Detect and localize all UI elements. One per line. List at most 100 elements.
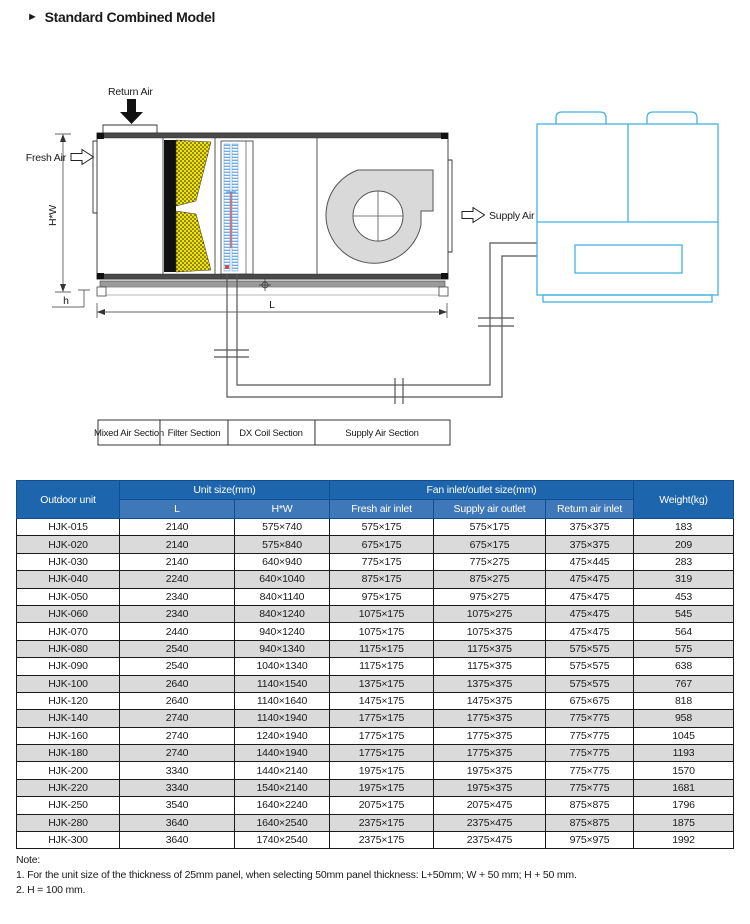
table-cell: 2740: [119, 726, 235, 746]
table-cell: 1045: [633, 726, 735, 746]
table-cell: 775×275: [433, 552, 546, 572]
note-line: 2. H = 100 mm.: [16, 884, 86, 896]
table-cell: HJK-200: [16, 761, 120, 780]
table-cell: 283: [633, 552, 735, 572]
table-cell: 2540: [119, 657, 235, 676]
table-cell: HJK-140: [16, 709, 120, 728]
table-cell: 1796: [633, 796, 735, 815]
spec-table: Outdoor unit Unit size(mm) Fan inlet/out…: [16, 480, 735, 850]
table-cell: 1075×175: [329, 604, 434, 624]
table-cell: 2375×475: [433, 831, 546, 850]
table-cell: HJK-090: [16, 657, 120, 676]
section-label-supply-air: Supply Air Section: [345, 428, 419, 439]
table-cell: 2640: [119, 674, 235, 693]
table-cell: HJK-300: [16, 831, 120, 850]
fan-icon: [325, 169, 434, 264]
table-cell: 775×775: [544, 761, 635, 780]
table-cell: 2440: [119, 622, 235, 641]
table-cell: 2640: [119, 691, 235, 711]
table-cell: 575×575: [544, 674, 635, 693]
table-cell: 1175×375: [433, 639, 546, 659]
table-cell: 2375×175: [329, 831, 434, 850]
page-title: ► Standard Combined Model: [27, 9, 215, 25]
table-cell: 675×675: [544, 691, 635, 711]
table-cell: 1875: [633, 813, 735, 833]
table-cell: 940×1240: [234, 622, 330, 641]
table-cell: 1640×2540: [234, 813, 330, 833]
note-line: 1. For the unit size of the thickness of…: [16, 869, 577, 881]
dx-coil-icon: [220, 140, 254, 275]
title-arrow-icon: ►: [27, 10, 38, 23]
table-cell: HJK-080: [16, 639, 120, 659]
section-label-bar: Mixed Air Section Filter Section DX Coil…: [94, 419, 451, 446]
table-cell: 840×1140: [234, 587, 330, 606]
table-cell: 1992: [633, 831, 735, 850]
table-cell: 209: [633, 535, 735, 554]
table-cell: 375×375: [544, 535, 635, 554]
table-cell: 1475×375: [433, 691, 546, 711]
col-header-l: L: [119, 499, 235, 519]
table-cell: 575×840: [234, 535, 330, 554]
col-header-hw: H*W: [234, 499, 330, 519]
table-cell: 767: [633, 674, 735, 693]
table-cell: 975×275: [433, 587, 546, 606]
table-cell: 1140×1640: [234, 691, 330, 711]
table-cell: 975×975: [544, 831, 635, 850]
table-cell: 775×775: [544, 726, 635, 746]
table-cell: 3340: [119, 761, 235, 780]
col-header-return-air-inlet: Return air inlet: [544, 499, 635, 519]
table-cell: 1570: [633, 761, 735, 780]
table-cell: HJK-015: [16, 517, 120, 537]
table-cell: 575×175: [433, 517, 546, 537]
table-cell: 1375×175: [329, 674, 434, 693]
table-cell: 1140×1540: [234, 674, 330, 693]
h-dim-label: h: [63, 295, 69, 307]
table-cell: 1775×375: [433, 726, 546, 746]
unit-diagram: Return Air Fresh Air Supply Air H*W h L: [26, 86, 719, 446]
table-cell: 640×1040: [234, 570, 330, 589]
table-cell: 575×740: [234, 517, 330, 537]
fresh-air-label: Fresh Air: [26, 152, 67, 164]
notes-heading: Note:: [16, 854, 41, 866]
table-cell: 1075×375: [433, 622, 546, 641]
table-cell: 975×175: [329, 587, 434, 606]
col-header-unit-size-group: Unit size(mm): [119, 480, 330, 500]
table-cell: 575×575: [544, 657, 635, 676]
table-cell: 958: [633, 709, 735, 728]
table-cell: 1775×175: [329, 726, 434, 746]
table-cell: 453: [633, 587, 735, 606]
table-cell: HJK-100: [16, 674, 120, 693]
return-air-label: Return Air: [108, 86, 153, 98]
dimension-l: L: [96, 299, 448, 318]
table-cell: 1193: [633, 744, 735, 763]
table-cell: HJK-040: [16, 570, 120, 589]
table-cell: 475×475: [544, 587, 635, 606]
table-cell: 1140×1940: [234, 709, 330, 728]
table-cell: 940×1340: [234, 639, 330, 659]
table-cell: 1175×175: [329, 639, 434, 659]
table-cell: 638: [633, 657, 735, 676]
table-cell: 640×940: [234, 552, 330, 572]
table-cell: 775×775: [544, 709, 635, 728]
table-cell: 675×175: [329, 535, 434, 554]
table-cell: HJK-050: [16, 587, 120, 606]
table-cell: 1975×375: [433, 778, 546, 798]
table-cell: 875×875: [544, 813, 635, 833]
section-label-dx-coil: DX Coil Section: [239, 428, 303, 439]
table-cell: 2540: [119, 639, 235, 659]
table-cell: 564: [633, 622, 735, 641]
col-header-weight: Weight(kg): [633, 480, 735, 519]
table-cell: 2140: [119, 517, 235, 537]
